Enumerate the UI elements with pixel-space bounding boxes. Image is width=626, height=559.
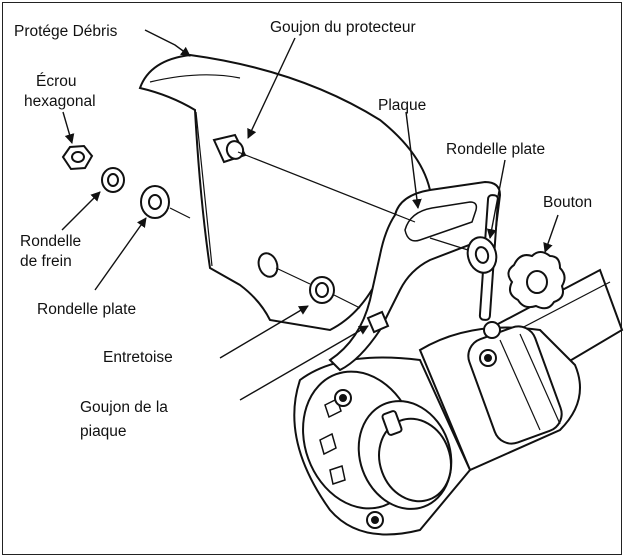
label-flat-washer-top: Rondelle plate <box>446 141 546 158</box>
spacer <box>275 267 361 309</box>
label-guard-stud: Goujon du protecteur <box>270 19 416 36</box>
debris-guard <box>138 53 434 332</box>
leader-lines <box>61 29 559 401</box>
label-flat-washer-left: Rondelle plate <box>37 301 137 318</box>
hex-nut <box>61 144 94 171</box>
label-hex-nut-2: hexagonal <box>24 93 96 110</box>
label-plate: Plaque <box>378 97 427 114</box>
lock-washer <box>101 167 125 193</box>
flat-washer-left <box>140 185 191 219</box>
knob <box>507 251 566 310</box>
label-lock-washer-2: de frein <box>20 253 72 270</box>
flat-washer-right <box>429 236 498 274</box>
label-debris-guard: Protége Débris <box>14 23 118 40</box>
label-lock-washer-1: Rondelle <box>20 233 82 250</box>
label-hex-nut-1: Écrou <box>36 73 77 90</box>
plate-stud <box>366 310 390 334</box>
label-knob: Bouton <box>543 194 593 211</box>
label-spacer: Entretoise <box>103 349 173 366</box>
label-plate-stud-1: Goujon de la <box>80 399 168 416</box>
label-plate-stud-2: piaque <box>80 423 127 440</box>
guard-stud <box>212 133 416 223</box>
